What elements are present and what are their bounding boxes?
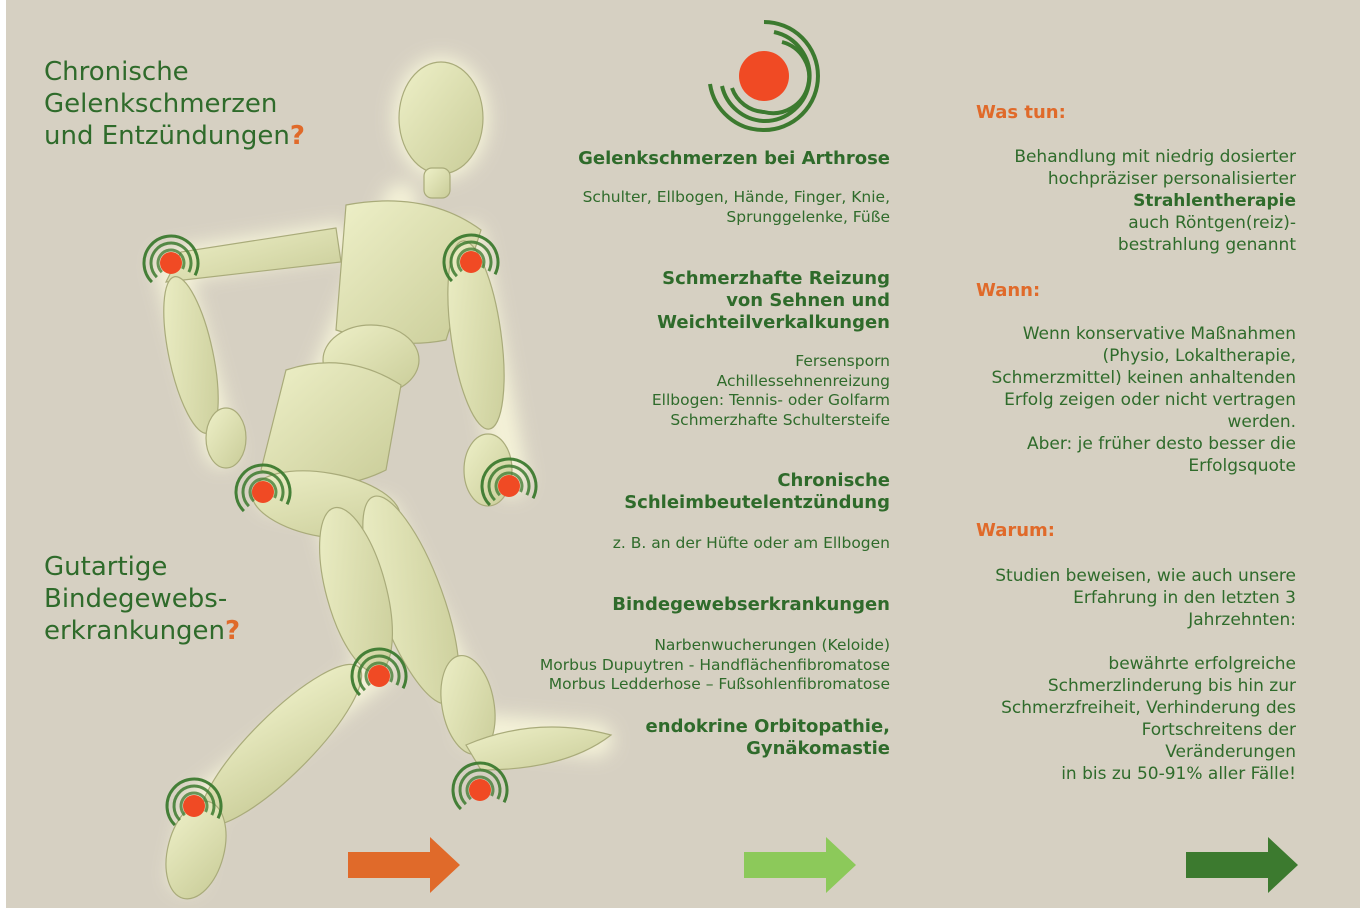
condition-sehnen: Schmerzhafte Reizung von Sehnen und Weic… bbox=[651, 268, 890, 429]
heading-benign: Gutartige Bindegewebs- erkrankungen? bbox=[44, 552, 241, 646]
logo-mark bbox=[708, 20, 820, 133]
condition-bindegewebe: Bindegewebserkrankungen Narbenwucherunge… bbox=[539, 594, 890, 693]
infographic: Chronische Gelenkschmerzen und Entzündun… bbox=[6, 0, 1360, 908]
condition-schleimbeutel: Chronische Schleimbeutelentzündung z. B.… bbox=[612, 470, 890, 552]
block-warum: Studien beweisen, wie auch unsere Erfahr… bbox=[995, 566, 1296, 784]
heading-chronic: Chronische Gelenkschmerzen und Entzündun… bbox=[44, 57, 305, 151]
mannequin-figure bbox=[142, 56, 613, 900]
condition-arthrose: Gelenkschmerzen bei Arthrose Schulter, E… bbox=[578, 148, 890, 226]
pain-point-marker bbox=[480, 457, 538, 507]
pain-point-marker bbox=[451, 761, 509, 811]
label-was-tun: Was tun: bbox=[976, 102, 1066, 123]
question-mark: ? bbox=[289, 121, 305, 151]
arrow-right-icon bbox=[348, 837, 460, 893]
pain-point-marker bbox=[142, 234, 200, 284]
label-warum: Warum: bbox=[976, 520, 1056, 541]
arrow-right-icon bbox=[1186, 837, 1298, 893]
pain-point-marker bbox=[350, 647, 408, 697]
question-mark: ? bbox=[225, 616, 241, 646]
condition-title: Chronische bbox=[777, 470, 890, 491]
pain-point-marker bbox=[234, 463, 292, 513]
label-wann: Wann: bbox=[976, 280, 1041, 301]
arrow-right-icon bbox=[744, 837, 856, 893]
pain-point-marker bbox=[165, 777, 223, 827]
block-was-tun: Behandlung mit niedrig dosierter hochprä… bbox=[1014, 147, 1296, 255]
condition-orbitopathie: endokrine Orbitopathie, Gynäkomastie bbox=[645, 716, 890, 759]
condition-title: Gelenkschmerzen bei Arthrose bbox=[578, 148, 890, 169]
block-wann: Wenn konservative Maßnahmen (Physio, Lok… bbox=[991, 324, 1296, 476]
condition-title: Schmerzhafte Reizung bbox=[662, 268, 890, 289]
strahlentherapie-text: Strahlentherapie bbox=[1133, 191, 1296, 211]
condition-title: Bindegewebserkrankungen bbox=[612, 594, 890, 615]
pain-point-marker bbox=[442, 233, 500, 283]
condition-title: endokrine Orbitopathie, bbox=[645, 716, 890, 737]
